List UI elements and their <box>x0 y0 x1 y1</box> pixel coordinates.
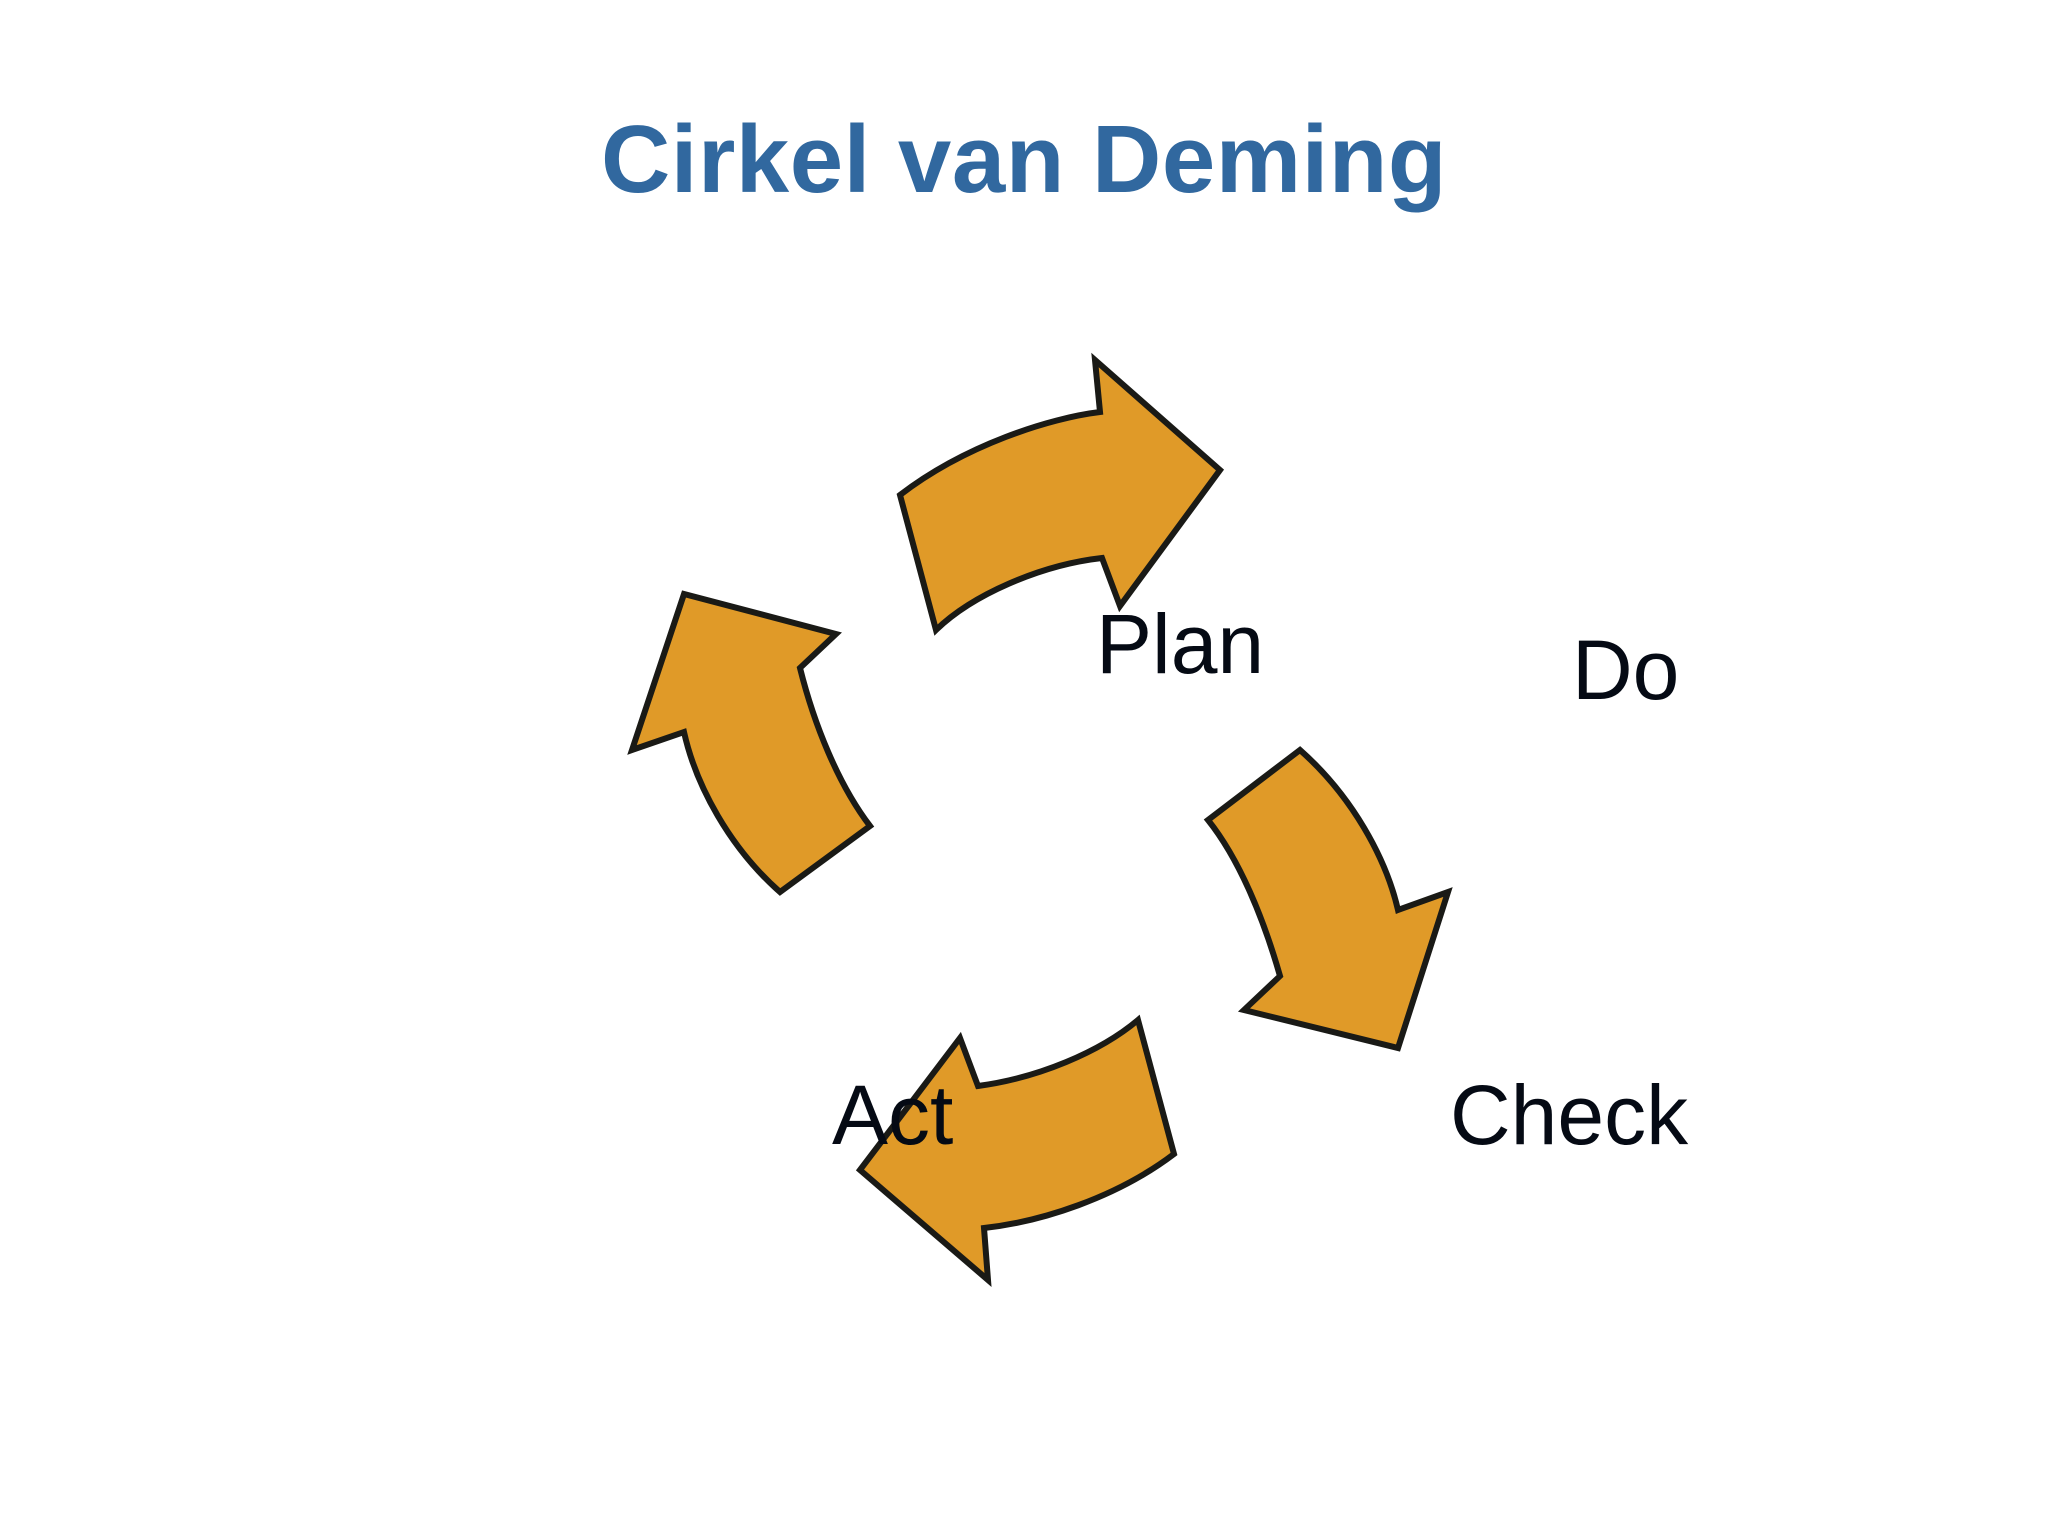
arrow-act-to-plan <box>627 590 875 896</box>
deming-cycle-diagram: Plan Do Check Act <box>560 350 1688 1300</box>
arrow-do-to-check <box>1203 746 1453 1052</box>
phase-label-do: Do <box>1572 623 1680 717</box>
cycle-arrows-svg <box>627 352 1453 1288</box>
arrow-check-to-act <box>855 1014 1178 1288</box>
phase-label-check: Check <box>1450 1068 1689 1162</box>
phase-label-act: Act <box>832 1068 954 1162</box>
arrow-plan-to-do <box>896 352 1225 636</box>
page-title: Cirkel van Deming <box>600 106 1448 213</box>
phase-label-plan: Plan <box>1096 597 1265 691</box>
